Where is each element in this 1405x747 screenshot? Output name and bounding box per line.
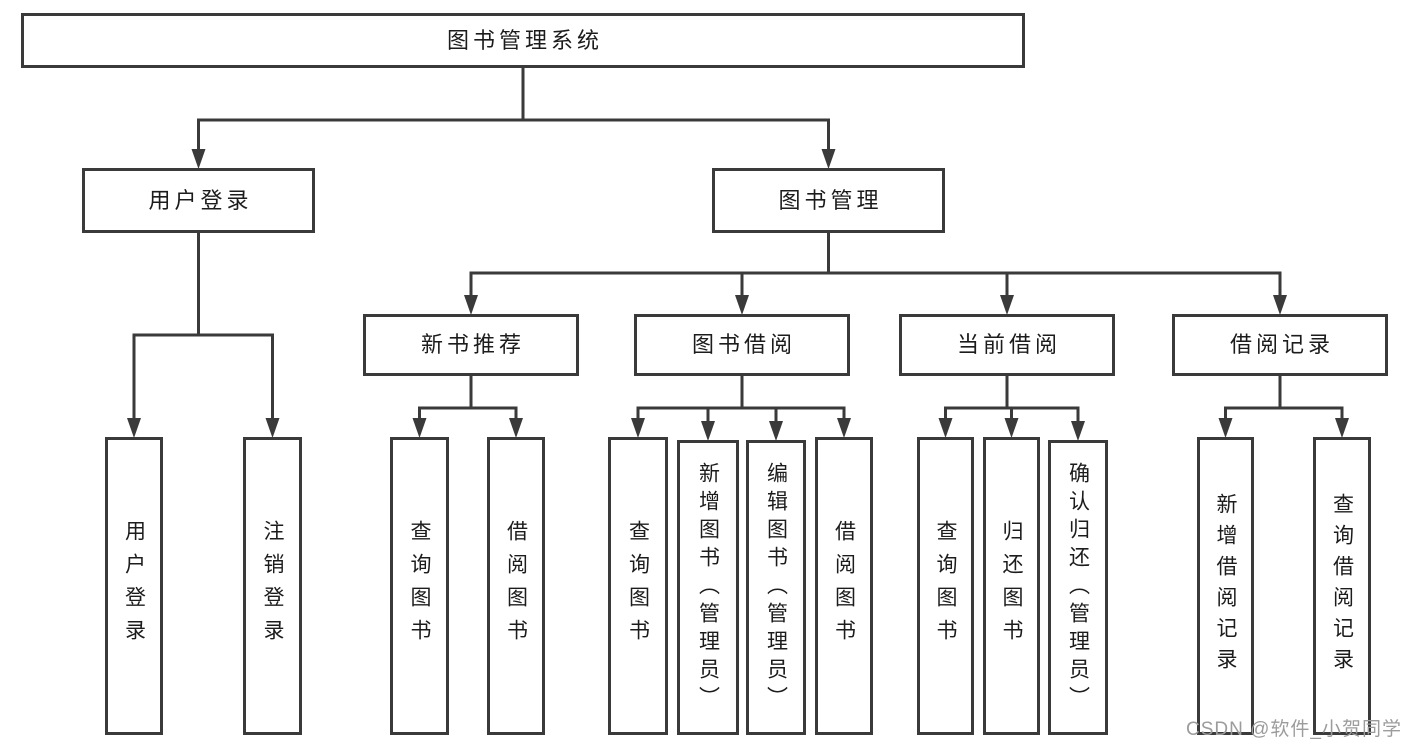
- node-leaf-lr-add: 新增借阅记录: [1197, 437, 1254, 735]
- node-book-mgmt: 图书管理: [712, 168, 945, 233]
- node-leaf-cl-confirm: 确认归还（管理员）: [1048, 440, 1108, 735]
- node-label: 借阅图书: [832, 520, 856, 652]
- arrowhead-icon: [191, 149, 206, 169]
- arrowhead-icon: [1071, 421, 1085, 441]
- node-loan-records: 借阅记录: [1172, 314, 1388, 376]
- node-label: 新增借阅记录: [1214, 493, 1237, 679]
- node-label: 借阅记录: [1229, 332, 1334, 357]
- arrowhead-icon: [631, 418, 645, 438]
- node-leaf-logout: 注销登录: [243, 437, 302, 735]
- arrowhead-icon: [938, 418, 953, 438]
- node-label: 查询借阅记录: [1330, 493, 1354, 679]
- node-label: 查询图书: [934, 520, 957, 652]
- node-label: 图书管理: [778, 187, 883, 213]
- node-root: 图书管理系统: [21, 13, 1025, 68]
- node-new-books: 新书推荐: [363, 314, 579, 376]
- node-leaf-nb-query: 查询图书: [390, 437, 449, 735]
- node-label: 用户登录: [148, 187, 253, 213]
- node-current-loan: 当前借阅: [899, 314, 1115, 376]
- arrowhead-icon: [1273, 295, 1287, 315]
- arrowhead-icon: [735, 295, 749, 315]
- arrowhead-icon: [265, 418, 280, 438]
- node-label: 图书借阅: [691, 332, 796, 357]
- arrowhead-icon: [509, 418, 523, 438]
- node-label: 图书管理系统: [446, 27, 603, 53]
- node-label: 注销登录: [261, 520, 284, 652]
- node-label: 当前借阅: [956, 332, 1061, 357]
- node-label: 归还图书: [1000, 520, 1023, 652]
- node-leaf-cl-query: 查询图书: [917, 437, 974, 735]
- node-leaf-bb-borrow: 借阅图书: [815, 437, 873, 735]
- node-label: 借阅图书: [504, 520, 528, 652]
- node-label: 新增图书（管理员）: [696, 461, 720, 714]
- node-leaf-bb-query: 查询图书: [608, 437, 668, 735]
- node-leaf-cl-return: 归还图书: [983, 437, 1040, 735]
- node-leaf-login: 用户登录: [105, 437, 163, 735]
- node-user-login: 用户登录: [82, 168, 315, 233]
- arrowhead-icon: [701, 421, 715, 441]
- arrowhead-icon: [127, 418, 141, 438]
- node-label: 确认归还（管理员）: [1066, 461, 1090, 714]
- arrowhead-icon: [769, 421, 783, 441]
- node-leaf-bb-add: 新增图书（管理员）: [677, 440, 739, 735]
- arrowhead-icon: [1335, 418, 1349, 438]
- node-leaf-bb-edit: 编辑图书（管理员）: [746, 440, 806, 735]
- node-label: 查询图书: [626, 520, 650, 652]
- node-label: 查询图书: [408, 520, 431, 652]
- arrowhead-icon: [464, 295, 478, 315]
- node-label: 新书推荐: [420, 332, 525, 357]
- arrowhead-icon: [1218, 418, 1233, 438]
- arrowhead-icon: [821, 149, 836, 169]
- node-label: 用户登录: [122, 520, 146, 652]
- node-leaf-nb-borrow: 借阅图书: [487, 437, 545, 735]
- arrowhead-icon: [1000, 295, 1014, 315]
- arrowhead-icon: [412, 418, 427, 438]
- arrowhead-icon: [1004, 418, 1019, 438]
- csdn-watermark: CSDN @软件_小贺同学: [1186, 719, 1402, 740]
- node-label: 编辑图书（管理员）: [764, 461, 788, 714]
- node-leaf-lr-query: 查询借阅记录: [1313, 437, 1371, 735]
- node-book-borrow: 图书借阅: [634, 314, 850, 376]
- arrowhead-icon: [837, 418, 851, 438]
